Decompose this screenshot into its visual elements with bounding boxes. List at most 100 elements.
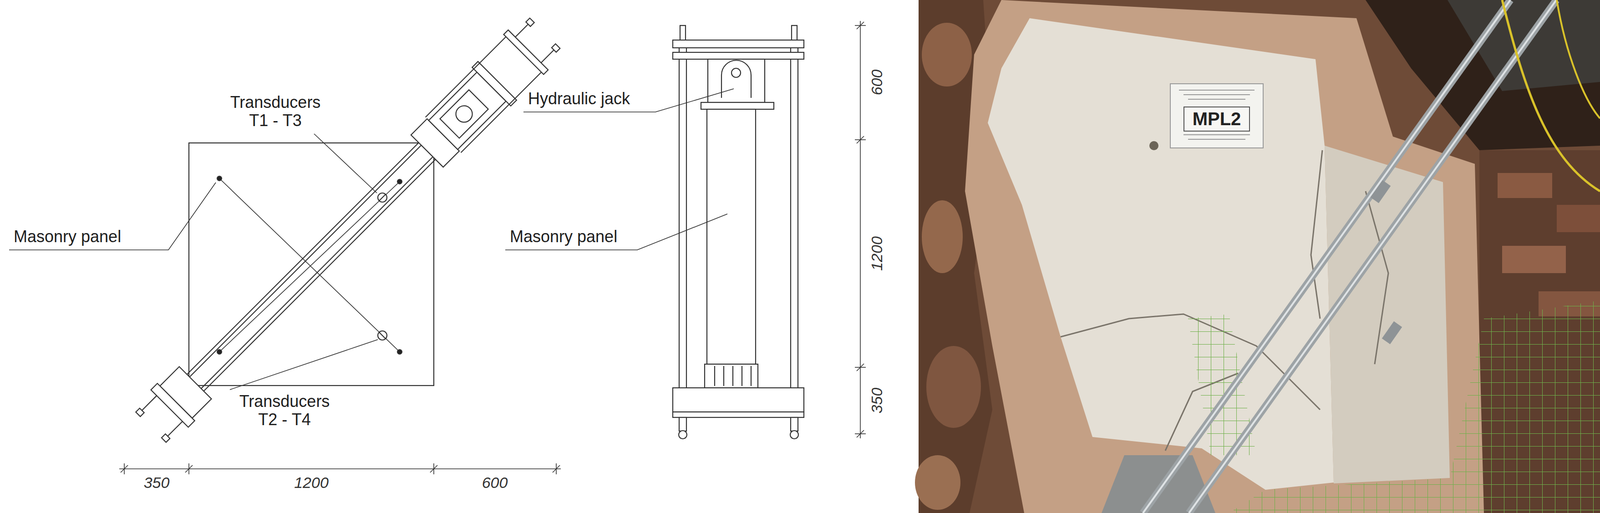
site-photo-part [1365, 0, 1600, 151]
jack-body [707, 59, 765, 103]
side-view-part [672, 387, 804, 412]
transducer-symbol-part [377, 330, 387, 341]
loading-frame-part [190, 140, 455, 405]
site-photo-part [1142, 0, 1511, 513]
site-photo-part [1502, 245, 1566, 274]
transducer-symbol-part [379, 194, 386, 201]
side-view-part [790, 430, 799, 439]
transducer-symbol-part [379, 332, 386, 339]
side-view-part [678, 40, 680, 392]
specimen-tag: MPL2 [1183, 106, 1250, 132]
transducer-symbol [377, 330, 387, 341]
transducer-line [219, 178, 400, 352]
callout-label: Transducers T2 - T4 [229, 392, 340, 429]
dimension-line-part [856, 136, 864, 144]
site-photo-part [1370, 180, 1391, 204]
site-photo-part [1142, 0, 1511, 513]
bolt [679, 417, 687, 432]
side-view-part [750, 365, 752, 387]
site-photo-part-part [1178, 89, 1255, 91]
dimension-value: 600 [482, 474, 508, 492]
panel-section [706, 109, 756, 365]
site-photo-part [1188, 0, 1557, 513]
loading-frame-part [159, 366, 212, 419]
dimension-line-part [856, 430, 864, 438]
side-view-part [723, 365, 725, 387]
transducer-line [219, 181, 400, 352]
bolt [680, 25, 686, 41]
leader-line [523, 88, 734, 112]
loading-frame-part [541, 49, 555, 63]
callout-label: Transducers T1 - T3 [220, 93, 331, 130]
site-photo-part [965, 0, 1484, 513]
dimension-line [854, 20, 866, 439]
loading-frame-part [452, 102, 476, 126]
site-photo-part [1170, 83, 1264, 148]
site-photo-part [1556, 204, 1600, 233]
site-photo-part [918, 0, 1600, 513]
site-photo-part [921, 200, 963, 274]
dimension-line [119, 463, 561, 475]
side-view-part [672, 40, 804, 48]
bolt [790, 417, 798, 432]
site-photo-part [1324, 145, 1450, 484]
side-view-part [685, 40, 687, 392]
leader-line [505, 213, 728, 250]
site-photo-part-part [1183, 134, 1250, 136]
loading-frame-part [166, 421, 183, 438]
dimension-line-part [430, 465, 438, 473]
dimension-line-part [552, 465, 560, 473]
dimension-value: 1200 [868, 236, 886, 271]
leader-line [314, 133, 377, 194]
tag-text: MPL2 [1192, 108, 1242, 130]
dimension-value: 350 [143, 474, 170, 492]
loading-frame-part [151, 383, 195, 427]
transducer-symbol-part [377, 193, 387, 203]
side-view-part [700, 102, 774, 110]
site-photo-part [1149, 141, 1159, 151]
dimension-value: 1200 [294, 474, 329, 492]
loading-frame-part [188, 137, 453, 402]
site-photo-part [1556, 0, 1600, 119]
site-photo-part-part [1188, 98, 1246, 100]
bolt [791, 25, 798, 41]
site-photo-part [1188, 0, 1557, 513]
loading-frame-part [161, 433, 170, 442]
gauge-point [397, 179, 402, 184]
dimension-line-part [856, 21, 864, 30]
side-view-part [721, 60, 752, 99]
dimension-line-part [185, 465, 193, 473]
site-photo-part-part [1310, 150, 1323, 319]
side-view [505, 20, 866, 439]
loading-frame-part [472, 61, 517, 107]
loading-frame-part [176, 126, 441, 391]
panel-outline [188, 142, 434, 386]
loading-frame-part [503, 30, 549, 75]
dimension-value: 600 [868, 69, 886, 96]
side-view-part [714, 365, 716, 387]
site-photo-part [1502, 0, 1600, 192]
gauge-point [217, 349, 222, 355]
dimension-line-part [859, 20, 861, 439]
dimension-line-part [119, 468, 561, 470]
site-photo [914, 0, 1600, 513]
callout-label: Hydraulic jack [528, 89, 630, 108]
leader-line [9, 182, 216, 250]
loading-frame-part [551, 43, 560, 52]
callout-label: Masonry panel [509, 227, 618, 246]
loading-frame [131, 13, 565, 447]
loading-frame-part [135, 408, 144, 417]
dimension-line-part [120, 465, 128, 473]
site-photo-part [1178, 90, 1255, 140]
loading-frame-part [425, 36, 507, 118]
side-view-part [732, 365, 734, 387]
loading-frame-part [173, 123, 438, 388]
site-photo-part [1229, 300, 1600, 513]
loading-frame-part [440, 89, 489, 138]
site-photo-part [1497, 172, 1553, 199]
side-view-part [672, 411, 804, 418]
site-photo-part-part [1183, 94, 1250, 96]
side-view-part [741, 365, 743, 387]
site-photo-part [926, 345, 981, 428]
